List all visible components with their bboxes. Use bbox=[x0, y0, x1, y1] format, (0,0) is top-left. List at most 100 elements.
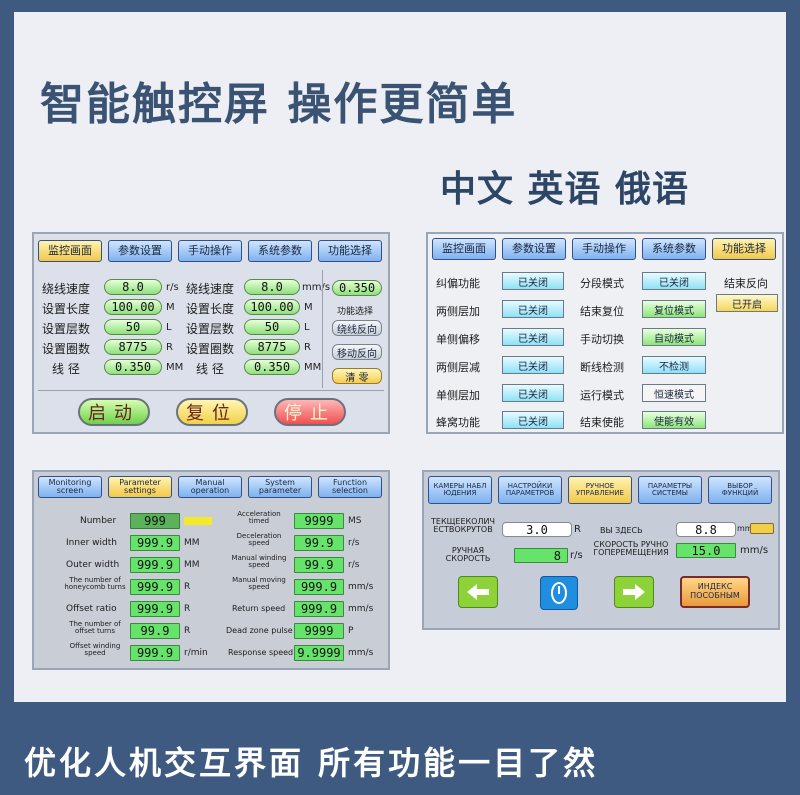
param-value[interactable]: 999.9 bbox=[130, 645, 180, 661]
tab-monitor[interactable]: 监控画面 bbox=[38, 240, 102, 262]
winding-reverse-button[interactable]: 绕线反向 bbox=[332, 320, 382, 336]
reset-button[interactable]: 复位 bbox=[176, 398, 248, 426]
param-value[interactable]: 0.350 bbox=[104, 359, 162, 375]
param-unit: MM bbox=[166, 362, 184, 373]
param-value[interactable]: 999.9 bbox=[294, 601, 344, 617]
arrow-left-icon[interactable] bbox=[458, 576, 498, 608]
param-value[interactable]: 999.9 bbox=[130, 579, 180, 595]
param-label: Manual winding speed bbox=[231, 554, 287, 570]
param-value[interactable]: 9.9999 bbox=[294, 645, 344, 661]
param-label: 设置圈数 bbox=[42, 342, 91, 356]
traverse-speed-unit: mm/s bbox=[740, 545, 769, 556]
param-value[interactable]: 8775 bbox=[104, 339, 162, 355]
param-value[interactable]: 99.9 bbox=[130, 623, 180, 639]
param-unit: R bbox=[184, 582, 191, 592]
param-unit: R bbox=[184, 626, 191, 636]
param-value[interactable]: 9999 bbox=[294, 623, 344, 639]
tab-manual[interactable]: 手动操作 bbox=[572, 238, 636, 260]
tab-system[interactable]: 系统参数 bbox=[248, 240, 312, 262]
param-value[interactable]: 9999 bbox=[294, 513, 344, 529]
tab-parameter[interactable]: Parameter settings bbox=[108, 476, 172, 498]
side-value[interactable]: 0.350 bbox=[332, 280, 382, 296]
param-unit: L bbox=[304, 322, 310, 333]
tab-manual[interactable]: Manual operation bbox=[178, 476, 242, 498]
tab-function[interactable]: 功能选择 bbox=[318, 240, 382, 262]
param-value[interactable]: 999 bbox=[130, 513, 180, 529]
function-label: 单侧层加 bbox=[436, 389, 480, 402]
function-toggle[interactable]: 已关闭 bbox=[642, 272, 706, 290]
move-reverse-button[interactable]: 移动反向 bbox=[332, 344, 382, 360]
function-toggle[interactable]: 已关闭 bbox=[502, 328, 564, 346]
screen-cn-monitoring: 监控画面 参数设置 手动操作 系统参数 功能选择 绕线速度 8.0 r/s 设置… bbox=[32, 232, 390, 434]
function-label: 两侧层加 bbox=[436, 305, 480, 318]
param-value[interactable]: 999.9 bbox=[130, 535, 180, 551]
function-label: 纠偏功能 bbox=[436, 277, 480, 290]
param-value[interactable]: 8775 bbox=[244, 339, 300, 355]
traverse-speed-value[interactable]: 15.0 bbox=[676, 543, 736, 558]
tab-monitoring[interactable]: Monitoring screen bbox=[38, 476, 102, 498]
function-toggle[interactable]: 不检测 bbox=[642, 356, 706, 374]
function-toggle[interactable]: 已关闭 bbox=[502, 300, 564, 318]
stop-button[interactable]: 停止 bbox=[274, 398, 346, 426]
param-unit: MS bbox=[348, 516, 362, 526]
param-value[interactable]: 50 bbox=[104, 319, 162, 335]
param-label: Inner width bbox=[66, 538, 117, 548]
tab-parameters[interactable]: НАСТРОЙКИ ПАРАМЕТРОВ bbox=[498, 476, 562, 504]
side-label: 功能选择 bbox=[337, 307, 374, 317]
tab-function[interactable]: 功能选择 bbox=[712, 238, 776, 260]
start-button[interactable]: 启动 bbox=[78, 398, 150, 426]
function-toggle[interactable]: 已关闭 bbox=[502, 411, 564, 429]
current-turns-label: ТЕКЩЕЕКОЛИЧ ЕСТВОКРУТОВ bbox=[431, 517, 495, 535]
position-label: ВЫ ЗДЕСЬ bbox=[600, 526, 643, 535]
param-label: 设置圈数 bbox=[186, 342, 235, 356]
position-value: 8.8 bbox=[676, 522, 736, 537]
tab-manual[interactable]: 手动操作 bbox=[178, 240, 242, 262]
current-turns-value: 3.0 bbox=[502, 522, 572, 537]
param-value[interactable]: 100.00 bbox=[104, 299, 162, 315]
param-label: Offset ratio bbox=[66, 604, 117, 614]
param-value[interactable]: 8.0 bbox=[104, 279, 162, 295]
tab-manual[interactable]: РУЧНОЕ УПРАВЛЕНИЕ bbox=[568, 476, 632, 504]
param-value[interactable]: 8.0 bbox=[244, 279, 300, 295]
end-reverse-toggle[interactable]: 已开启 bbox=[716, 294, 778, 312]
index-button[interactable]: ИНДЕКС ПОСОБНЫМ bbox=[680, 576, 750, 608]
tab-monitoring[interactable]: КАМЕРЫ НАБЛ ЮДЕНИЯ bbox=[428, 476, 492, 504]
param-value[interactable]: 0.350 bbox=[244, 359, 300, 375]
function-toggle[interactable]: 复位模式 bbox=[642, 300, 706, 318]
arrow-right-icon[interactable] bbox=[614, 576, 654, 608]
param-value[interactable]: 99.9 bbox=[294, 535, 344, 551]
tab-monitor[interactable]: 监控画面 bbox=[432, 238, 496, 260]
tab-function[interactable]: Function selection bbox=[318, 476, 382, 498]
screen-cn-function: 监控画面 参数设置 手动操作 系统参数 功能选择 纠偏功能 已关闭 两侧层加 已… bbox=[426, 232, 784, 434]
hand-icon[interactable] bbox=[540, 576, 578, 610]
param-unit: M bbox=[304, 302, 313, 313]
side-divider bbox=[322, 270, 323, 388]
tab-function[interactable]: ВЫБОР ФУНКЦИЙ bbox=[708, 476, 772, 504]
param-value[interactable]: 50 bbox=[244, 319, 300, 335]
function-toggle[interactable]: 已关闭 bbox=[502, 384, 564, 402]
tab-params[interactable]: 参数设置 bbox=[502, 238, 566, 260]
param-value[interactable]: 999.9 bbox=[130, 601, 180, 617]
function-toggle[interactable]: 恒速模式 bbox=[642, 384, 706, 402]
param-label: The number of honeycomb turns bbox=[64, 576, 126, 592]
param-value[interactable]: 999.9 bbox=[294, 579, 344, 595]
manual-speed-value[interactable]: 8 bbox=[514, 548, 568, 563]
tab-system[interactable]: ПАРАМЕТРЫ СИСТЕМЫ bbox=[638, 476, 702, 504]
tab-system[interactable]: System parameter bbox=[248, 476, 312, 498]
param-unit: P bbox=[348, 626, 354, 636]
function-label: 手动切换 bbox=[580, 333, 624, 346]
param-value[interactable]: 999.9 bbox=[130, 557, 180, 573]
function-label: 单侧偏移 bbox=[436, 333, 480, 346]
param-value[interactable]: 99.9 bbox=[294, 557, 344, 573]
param-value[interactable]: 100.00 bbox=[244, 299, 300, 315]
function-toggle[interactable]: 已关闭 bbox=[502, 356, 564, 374]
function-label: 运行模式 bbox=[580, 389, 624, 402]
function-toggle[interactable]: 自动模式 bbox=[642, 328, 706, 346]
function-toggle[interactable]: 已关闭 bbox=[502, 272, 564, 290]
tab-system[interactable]: 系统参数 bbox=[642, 238, 706, 260]
settings-badge-icon[interactable] bbox=[750, 523, 774, 534]
clear-zero-button[interactable]: 清 零 bbox=[332, 368, 382, 384]
current-turns-unit: R bbox=[574, 524, 581, 535]
tab-params[interactable]: 参数设置 bbox=[108, 240, 172, 262]
function-toggle[interactable]: 使能有效 bbox=[642, 411, 706, 429]
